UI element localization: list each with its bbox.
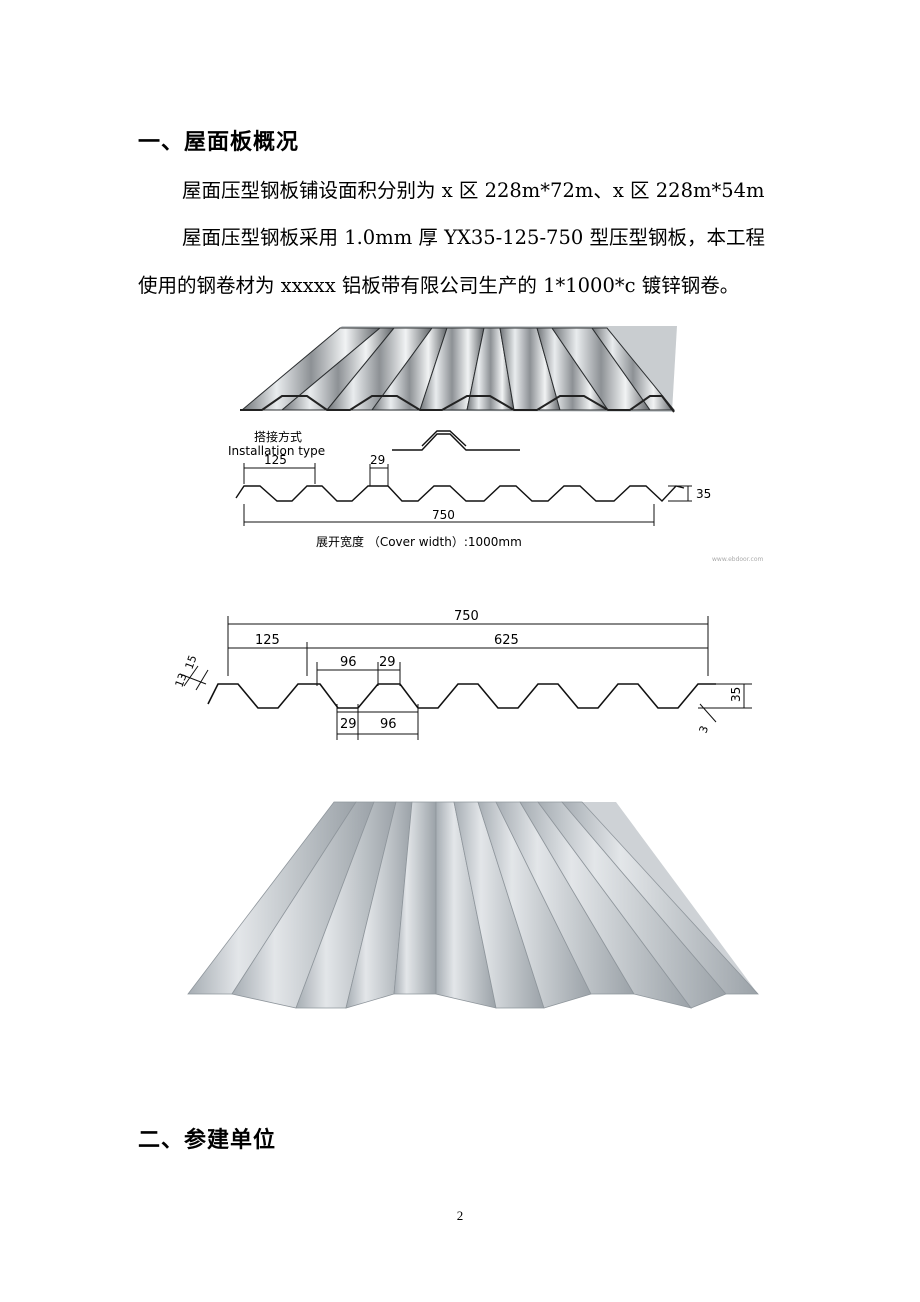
paragraph-spec-line2: 使用的钢卷材为 xxxxx 铝板带有限公司生产的 1*1000*c 镀锌钢卷。 xyxy=(138,274,740,297)
profile-section-line xyxy=(207,683,716,709)
section-heading-2: 二、参建单位 xyxy=(138,1128,277,1153)
dim-label-3: 3 xyxy=(697,724,712,735)
dim-label-750: 750 xyxy=(432,508,455,522)
dim-label-125: 125 xyxy=(264,453,287,467)
dim-label-35: 35 xyxy=(729,687,743,702)
paragraph-spec-line1: 屋面压型钢板采用 1.0mm 厚 YX35-125-750 型压型钢板，本工程 xyxy=(182,226,765,249)
dim-label-96-bottom: 96 xyxy=(380,717,397,732)
cover-width-label: 展开宽度 （Cover width）:1000mm xyxy=(316,534,522,549)
profile-section-line xyxy=(235,485,685,502)
dim-label-96-top: 96 xyxy=(340,655,357,670)
dim-label-35: 35 xyxy=(696,487,711,501)
installation-label-en: Installation type xyxy=(228,444,325,458)
figure-panel-with-installation-diagram: 搭接方式 Installation type 125 29 35 750 展开宽… xyxy=(228,326,764,563)
overlap-detail-icon xyxy=(392,433,520,451)
page-number: 2 xyxy=(456,1208,464,1223)
steel-panel-photo xyxy=(240,326,677,413)
dim-label-625: 625 xyxy=(494,633,519,648)
section-heading-1: 一、屋面板概况 xyxy=(138,130,300,155)
dim-label-29: 29 xyxy=(370,453,385,467)
paragraph-area: 屋面压型钢板铺设面积分别为 x 区 228m*72m、x 区 228m*54m xyxy=(182,179,765,202)
figure-profile-dimension-drawing: 750 125 625 96 29 29 96 35 15 13 3 xyxy=(173,609,752,740)
steel-panel-render xyxy=(187,801,759,1009)
dim-label-125: 125 xyxy=(255,633,280,648)
installation-label-cn: 搭接方式 xyxy=(254,429,302,444)
watermark-text: www.ebdoor.com xyxy=(712,556,764,563)
dim-label-29-bottom: 29 xyxy=(340,717,357,732)
dim-label-750: 750 xyxy=(454,609,479,624)
dim-label-29-top: 29 xyxy=(379,655,396,670)
dim-label-15: 15 xyxy=(183,653,200,671)
